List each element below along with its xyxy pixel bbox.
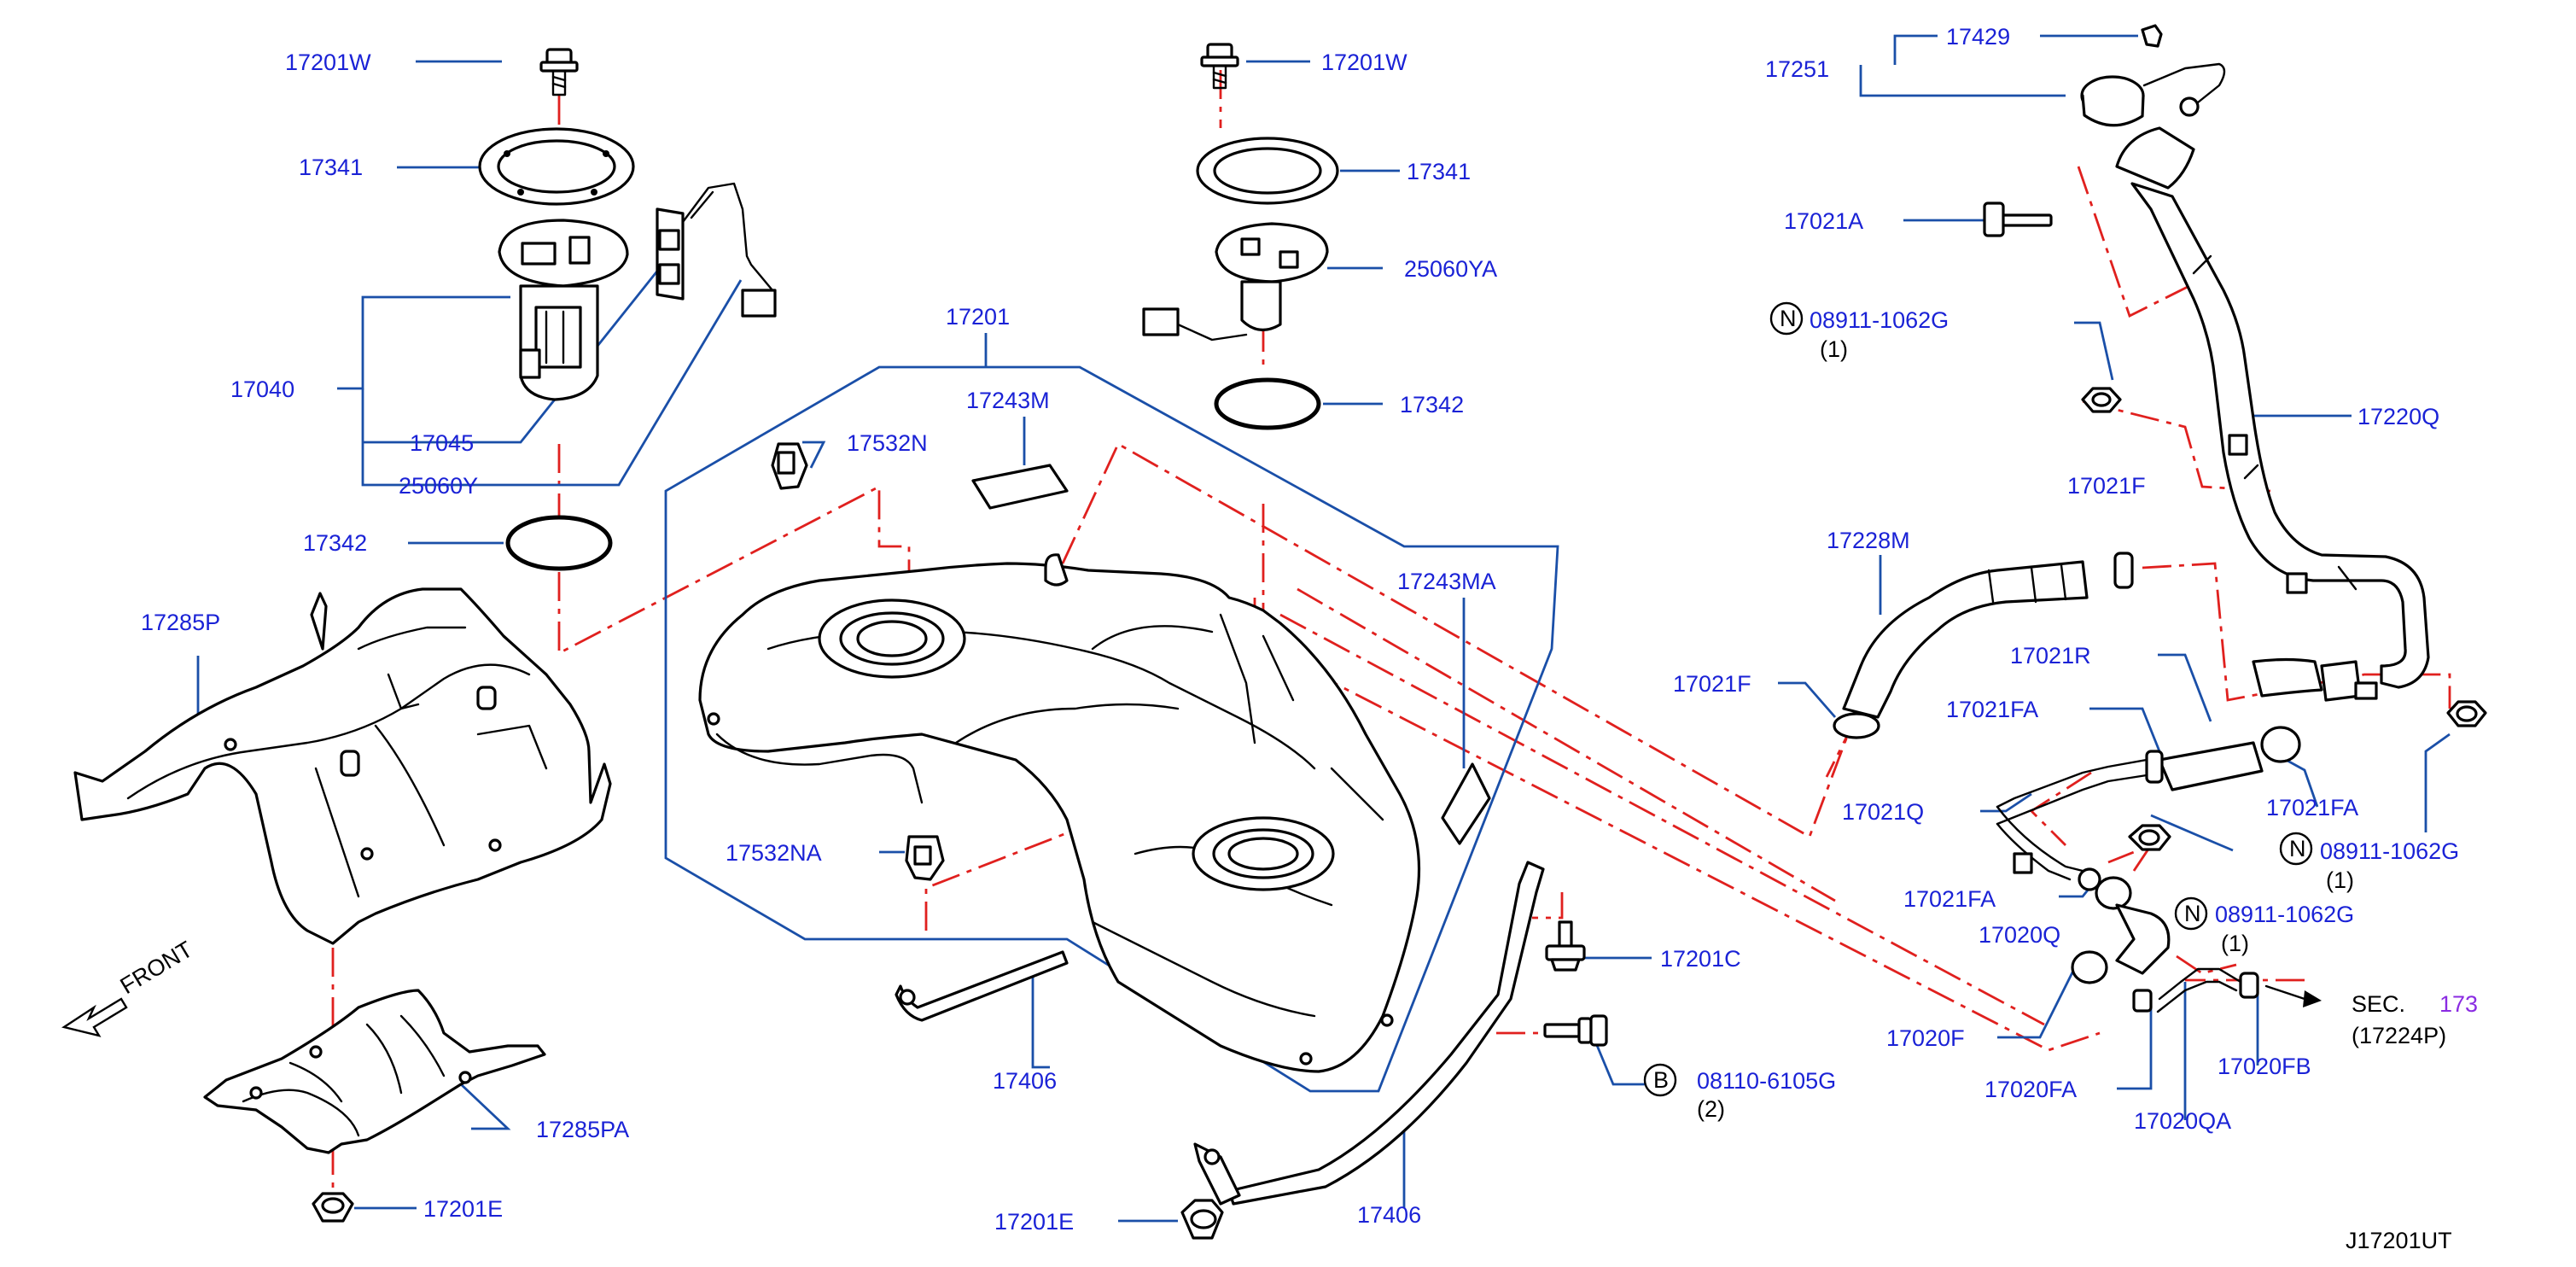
label-17429: 17429 [1946, 24, 2010, 50]
label-sec-num: 173 [2439, 991, 2478, 1017]
label-25060ya: 25060YA [1404, 256, 1497, 282]
label-17021q: 17021Q [1842, 799, 1924, 825]
label-08110-6105g: 08110-6105G [1697, 1068, 1836, 1094]
bolt-08110-6105g [1543, 1014, 1608, 1047]
filler-tube-assembly [1833, 24, 2487, 1013]
circle-n-1: N [1780, 306, 1797, 331]
label-17021r: 17021R [2010, 643, 2091, 669]
qty-08911-1062g-top: (1) [1820, 336, 1848, 362]
bolt-17201c [1545, 920, 1586, 972]
label-17532n: 17532N [847, 430, 928, 456]
label-17021f-bottom: 17021F [1673, 671, 1751, 697]
label-17021fa-low: 17021FA [1903, 886, 1996, 912]
fuel-pump-assembly-left [478, 48, 777, 571]
assembly-lines [331, 70, 2451, 1195]
label-17020fa: 17020FA [1984, 1077, 2077, 1102]
label-08911-1062g-low: 08911-1062G [2215, 902, 2354, 927]
fuel-pump-assembly-center [1142, 43, 1339, 430]
bolt-17201w-left [539, 48, 579, 96]
label-17021fa-top: 17021FA [1946, 697, 2038, 722]
circle-b-1: B [1653, 1067, 1669, 1093]
label-17228m: 17228M [1827, 528, 1910, 553]
label-17342-left: 17342 [303, 530, 367, 556]
label-17341-center: 17341 [1407, 159, 1471, 184]
label-17406-center: 17406 [1357, 1202, 1421, 1228]
label-17406-left: 17406 [993, 1068, 1057, 1094]
label-17220q: 17220Q [2357, 404, 2439, 429]
heat-insulator-17285pa [203, 989, 546, 1154]
label-17532na: 17532NA [726, 840, 822, 866]
nut-17201e-left [312, 1192, 354, 1223]
label-17020fb: 17020FB [2218, 1054, 2311, 1079]
label-17201e-center: 17201E [994, 1209, 1074, 1235]
fuel-tank-17201 [664, 365, 1559, 1093]
label-sec: SEC. [2352, 991, 2405, 1017]
qty-08110-6105g: (2) [1697, 1096, 1725, 1122]
circle-markers: N N N B [1643, 301, 2313, 1097]
qty-08911-1062g-right: (1) [2326, 867, 2354, 893]
label-17201c: 17201C [1660, 946, 1741, 972]
label-sec-ref: (17224P) [2352, 1023, 2446, 1048]
label-17342-center: 17342 [1400, 392, 1464, 417]
bolt-17201w-center [1200, 43, 1239, 90]
label-17020q: 17020Q [1979, 922, 2060, 948]
label-17201w-left: 17201W [285, 50, 371, 75]
circle-n-3: N [2184, 901, 2201, 926]
front-arrow: FRONT [61, 937, 197, 1037]
label-17251: 17251 [1765, 56, 1829, 82]
label-17243ma: 17243MA [1397, 569, 1496, 594]
label-17201e-left: 17201E [423, 1196, 503, 1222]
label-08911-1062g-right: 08911-1062G [2320, 838, 2459, 864]
label-17285p: 17285P [141, 610, 220, 635]
front-label: FRONT [116, 937, 197, 1000]
label-17243m: 17243M [966, 388, 1050, 413]
label-17040: 17040 [230, 377, 294, 402]
heat-insulator-17285p [73, 587, 612, 945]
label-17021f-top: 17021F [2067, 473, 2146, 499]
label-25060y: 25060Y [399, 473, 478, 499]
label-17020f: 17020F [1886, 1025, 1965, 1051]
label-17341-left: 17341 [299, 155, 363, 180]
diagram-id: J17201UT [2346, 1228, 2452, 1253]
tank-straps-17406 [895, 861, 1545, 1206]
nut-17201e-center [1180, 1199, 1224, 1240]
label-17020qa: 17020QA [2134, 1108, 2231, 1134]
circle-n-2: N [2289, 836, 2306, 861]
label-17201w-center: 17201W [1321, 50, 1407, 75]
label-17021a: 17021A [1784, 208, 1863, 234]
label-08911-1062g-top: 08911-1062G [1810, 307, 1949, 333]
label-17045: 17045 [410, 430, 474, 456]
label-17021fa-right: 17021FA [2266, 795, 2358, 820]
part-labels: 17201W 17341 17040 17045 25060Y 17342 17… [141, 24, 2478, 1253]
qty-08911-1062g-low: (1) [2221, 931, 2249, 956]
label-17285pa: 17285PA [536, 1117, 629, 1142]
label-17201: 17201 [946, 304, 1010, 330]
